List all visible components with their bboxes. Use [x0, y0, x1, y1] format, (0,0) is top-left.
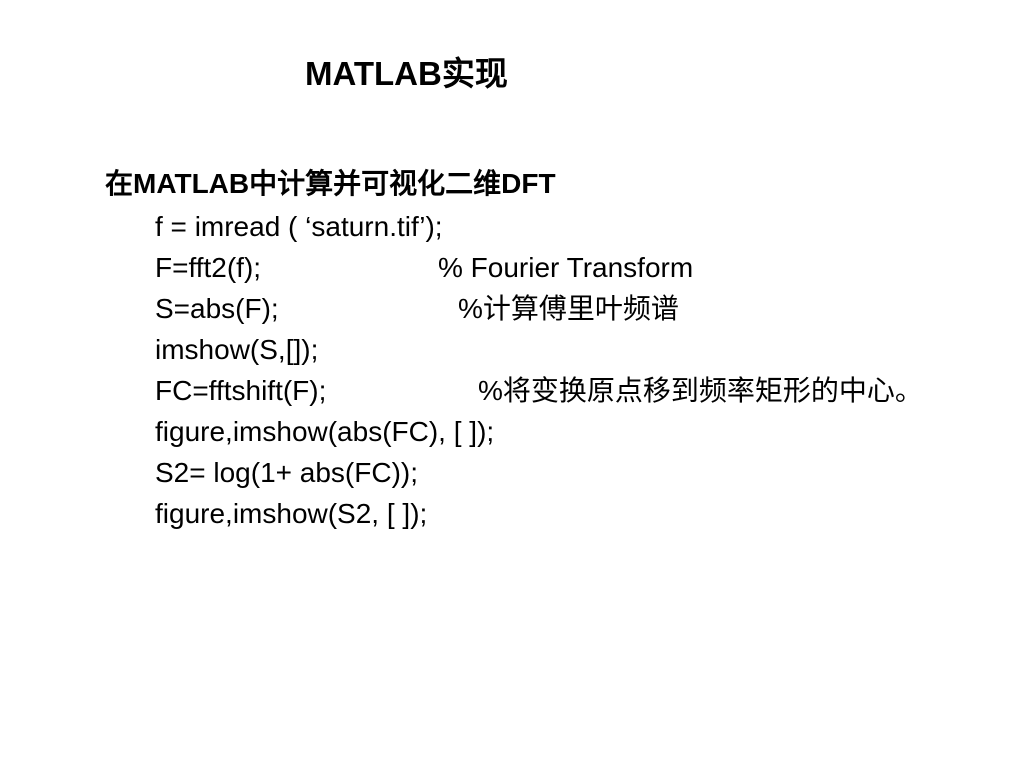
code-statement: figure,imshow(abs(FC), [ ]); — [155, 416, 495, 447]
code-comment: %计算傅里叶频谱 — [458, 293, 679, 324]
slide-title: MATLAB实现 — [305, 55, 508, 92]
code-comment: %将变换原点移到频率矩形的中心。 — [478, 375, 923, 406]
code-statement: imshow(S,[]); — [155, 334, 319, 365]
code-statement: S2= log(1+ abs(FC)); — [155, 457, 418, 488]
code-statement: F=fft2(f); — [155, 252, 262, 283]
section-heading: 在MATLAB中计算并可视化二维DFT — [105, 168, 556, 199]
code-statement: f = imread ( ‘saturn.tif’); — [155, 211, 443, 242]
code-statement: S=abs(F); — [155, 293, 279, 324]
code-comment: % Fourier Transform — [438, 252, 694, 283]
code-statement: FC=fftshift(F); — [155, 375, 327, 406]
code-statement: figure,imshow(S2, [ ]); — [155, 498, 428, 529]
